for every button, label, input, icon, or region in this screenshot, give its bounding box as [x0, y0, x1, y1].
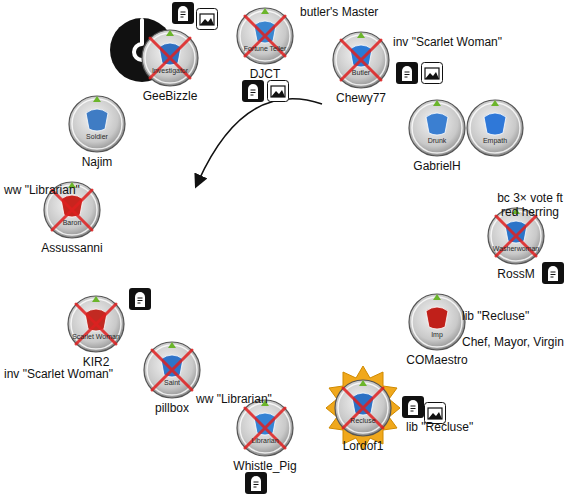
token-disc	[236, 399, 294, 457]
grimoire-note: lib "Recluse"	[462, 310, 529, 324]
character-token: LibrarianWhistle_Pig	[225, 399, 305, 457]
turn-arrow	[198, 99, 322, 182]
character-token: ButlerChewy77	[321, 31, 401, 89]
player-name: Najim	[82, 155, 113, 169]
player-name: DJCT	[250, 67, 281, 81]
role-name: Imp	[411, 331, 463, 338]
role-name: Scarlet Woman	[70, 333, 122, 340]
role-name: Washerwoman	[490, 245, 542, 252]
role-name: Investigator	[144, 67, 196, 74]
token-disc	[408, 99, 466, 157]
role-name: Saint	[146, 379, 198, 386]
player-name: Whistle_Pig	[233, 459, 296, 473]
role-name: Butler	[335, 69, 387, 76]
grimoire-note: butler's Master	[300, 6, 378, 20]
token-disc	[332, 31, 390, 89]
grimoire-note: ww "Librarian"	[4, 184, 80, 198]
player-name: Assussanni	[41, 241, 102, 255]
role-name: Recluse	[337, 417, 389, 424]
player-name: GabrielH	[413, 159, 460, 173]
token-disc	[236, 7, 294, 65]
token-disc	[67, 295, 125, 353]
role-name: Empath	[469, 137, 521, 144]
character-token: SoldierNajim	[57, 95, 137, 153]
character-token: Saintpillbox	[132, 341, 212, 399]
character-token: Empath	[455, 99, 535, 157]
character-token: InvestigatorGeeBizzle	[130, 29, 210, 87]
grimoire-note: bc 3× vote ft red herring	[488, 192, 572, 220]
player-name: RossM	[497, 267, 534, 281]
role-name: Soldier	[71, 133, 123, 140]
token-disc	[466, 99, 524, 157]
death-markers	[129, 2, 564, 494]
grimoire-note: lib "Recluse"	[406, 421, 473, 435]
player-name: Lordof1	[343, 439, 384, 453]
player-name: Chewy77	[336, 91, 386, 105]
player-name: GeeBizzle	[143, 89, 198, 103]
player-name: COMaestro	[406, 353, 467, 367]
grimoire-note: inv "Scarlet Woman"	[4, 368, 113, 382]
grimoire-note: Chef, Mayor, Virgin	[462, 336, 564, 350]
sunburst	[326, 366, 400, 450]
character-token: Fortune TellerDJCT	[225, 7, 305, 65]
player-name: pillbox	[155, 401, 189, 415]
character-token: Scarlet WomanKIR2	[56, 295, 136, 353]
token-disc	[334, 379, 392, 437]
token-disc	[143, 341, 201, 399]
token-disc	[141, 29, 199, 87]
character-token: RecluseLordof1	[323, 379, 403, 437]
token-disc	[408, 293, 466, 351]
grimoire-note: ww "Librarian"	[196, 393, 272, 407]
role-name: Baron	[46, 219, 98, 226]
token-disc	[68, 95, 126, 153]
role-name: Librarian	[239, 437, 291, 444]
character-token: DrunkGabrielH	[397, 99, 477, 157]
player-name: KIR2	[83, 355, 110, 369]
grimoire-note: inv "Scarlet Woman"	[393, 36, 502, 50]
role-name: Fortune Teller	[239, 45, 291, 52]
role-name: Drunk	[411, 137, 463, 144]
